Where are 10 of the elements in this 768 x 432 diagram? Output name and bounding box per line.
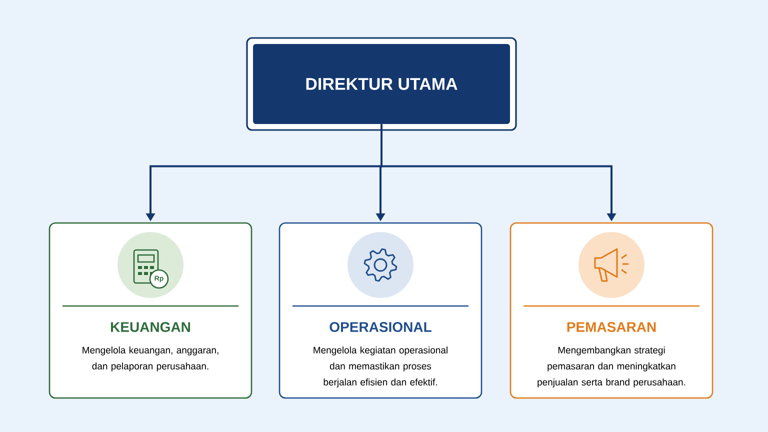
card-description: Mengembangkan strategi pemasaran dan meningkatkan penjualan serta brand perusahaan.: [538, 346, 686, 388]
card: [278, 222, 482, 399]
card-heading: PEMASARAN: [567, 322, 656, 332]
card-description: Mengelola kegiatan operasional dan memastikan proses berjalan efisien dan efektif.: [314, 346, 448, 388]
card: [48, 222, 252, 399]
title-box: DIREKTUR UTAMA: [246, 37, 517, 131]
card: [510, 222, 714, 399]
card-heading: KEUANGAN: [111, 322, 190, 332]
card-heading: OPERASIONAL: [330, 322, 432, 332]
card-description: Mengelola keuangan, anggaran, dan pelaporan perusahaan.: [82, 346, 218, 372]
